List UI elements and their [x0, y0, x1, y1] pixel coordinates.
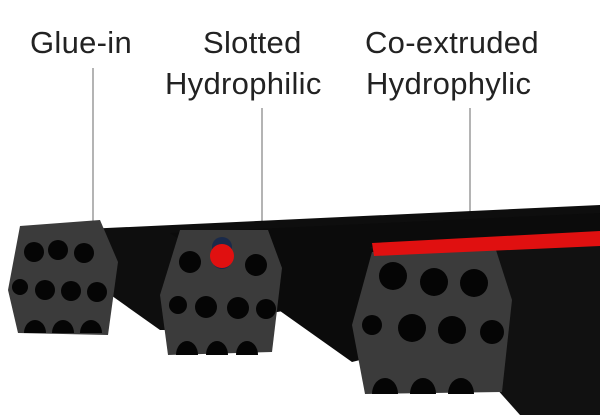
coextruded-hydrophilic-strip	[372, 231, 600, 256]
coextruded-profile-face	[352, 250, 512, 394]
glue-in-profile-face	[8, 220, 118, 335]
coextruded-label-line2: Hydrophylic	[366, 66, 532, 101]
glue-in-label: Glue-in	[30, 25, 133, 60]
slotted-hydrophilic-insert	[210, 244, 234, 268]
slotted-label-line2: Hydrophilic	[165, 66, 322, 101]
slotted-profile-face	[160, 230, 282, 355]
coextruded-label-line1: Co-extruded	[365, 25, 539, 60]
slotted-label-line1: Slotted	[203, 25, 302, 60]
